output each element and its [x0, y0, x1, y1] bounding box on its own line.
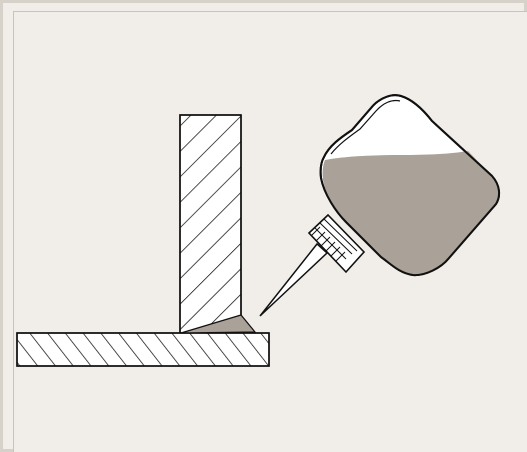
bottle-highlight [330, 99, 401, 155]
vertical-plate [179, 114, 242, 334]
horizontal-plate [16, 332, 270, 367]
bottle-nozzle [259, 242, 329, 317]
glue-bottle-icon [259, 94, 501, 317]
glue-bead [180, 314, 257, 334]
bottle-outline [319, 94, 501, 277]
bottle-liquid [322, 151, 500, 276]
ridged-bottle-cap [307, 213, 366, 274]
